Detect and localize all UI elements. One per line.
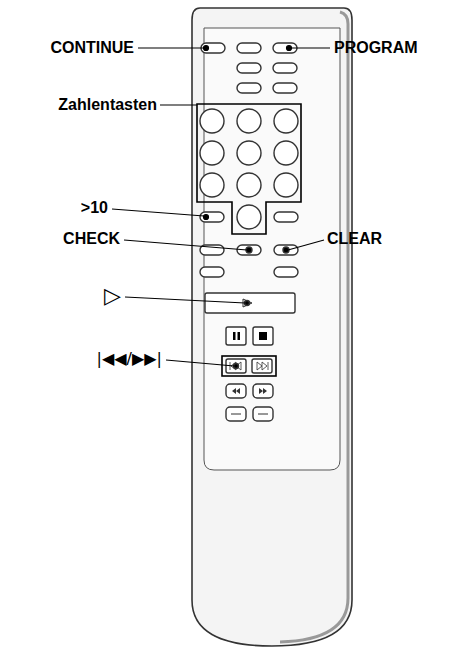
- remote-part: [237, 205, 261, 229]
- remote-part: [274, 245, 298, 255]
- button-label: >10: [81, 199, 108, 217]
- remote-part: [252, 359, 272, 373]
- remote-part: [204, 215, 209, 220]
- remote-part: [200, 141, 224, 165]
- remote-part: [231, 414, 268, 415]
- remote-part: [274, 109, 298, 133]
- remote-part: [166, 360, 234, 366]
- button-label: CHECK: [63, 230, 120, 248]
- remote-part: [290, 47, 330, 48]
- remote-part: [201, 43, 225, 53]
- button-label: CONTINUE: [50, 39, 134, 57]
- remote-part: [259, 332, 267, 340]
- remote-part: [257, 362, 268, 370]
- remote-part: [274, 267, 298, 277]
- remote-part: [226, 327, 246, 345]
- remote-part: [274, 173, 298, 197]
- shape-group: [112, 46, 330, 367]
- remote-part: [274, 141, 298, 165]
- remote-part: [205, 293, 295, 313]
- remote-part: [238, 332, 241, 340]
- remote-part: [273, 63, 297, 73]
- remote-part: [237, 141, 261, 165]
- button-label: CLEAR: [327, 230, 382, 248]
- remote-part: [273, 83, 297, 93]
- remote-part: [160, 104, 197, 105]
- remote-part: [237, 63, 261, 73]
- shape-group: [192, 8, 352, 646]
- remote-part: [125, 297, 245, 303]
- remote-part: [138, 47, 205, 48]
- remote-part: [232, 388, 267, 394]
- remote-part: [124, 240, 247, 250]
- remote-part: [287, 46, 292, 51]
- remote-part: [245, 301, 250, 306]
- button-label: PROGRAM: [334, 39, 418, 57]
- remote-part: [200, 267, 224, 277]
- remote-part: [192, 8, 352, 646]
- remote-part: [237, 43, 261, 53]
- remote-part: [200, 212, 224, 222]
- group-label: Zahlentasten: [58, 96, 157, 114]
- remote-part: [200, 109, 224, 133]
- remote-part: [237, 173, 261, 197]
- remote-part: [204, 46, 209, 51]
- remote-part: [200, 173, 224, 197]
- remote-part: [197, 104, 301, 234]
- remote-part: [253, 327, 273, 345]
- remote-part: [234, 364, 239, 369]
- play-symbol-label: ▷: [104, 284, 121, 308]
- remote-part: [274, 212, 298, 222]
- remote-part: [237, 109, 261, 133]
- remote-part: [233, 332, 236, 340]
- remote-part: [112, 209, 204, 216]
- skip-symbol-label: |◀◀/▶▶|: [97, 350, 162, 368]
- remote-part: [237, 83, 261, 93]
- remote-part: [288, 240, 324, 250]
